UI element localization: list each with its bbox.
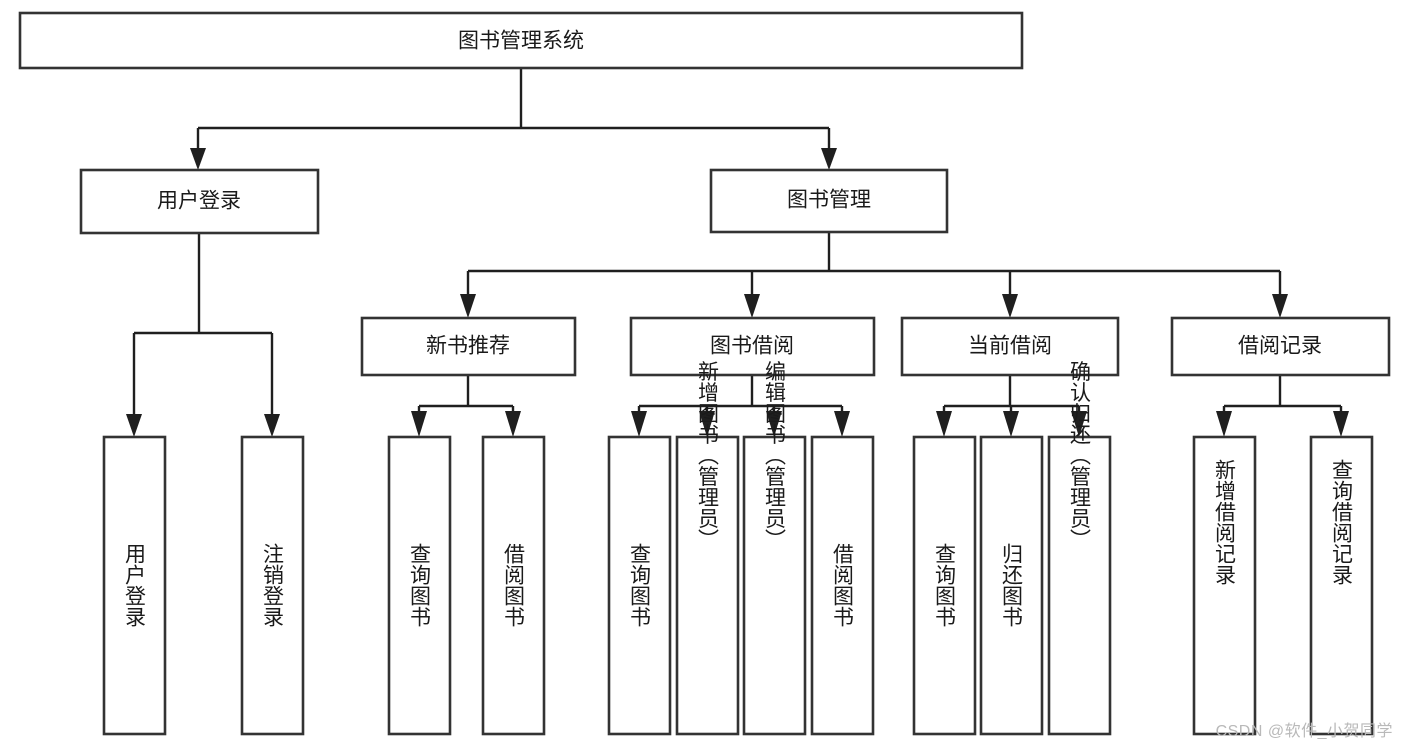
- node-new-book-recommend[interactable]: 新书推荐: [360, 316, 577, 377]
- arrow-root-to-book-mgmt: [821, 148, 837, 170]
- connector-group: [126, 68, 1349, 437]
- node-new-book-recommend-label: 新书推荐: [426, 335, 510, 358]
- arrow-root-to-user-login: [190, 148, 206, 170]
- arrow-borrow-record-l1: [1216, 411, 1232, 437]
- arrow-book-borrow-l2: [699, 411, 715, 437]
- leaf-book-borrow-query-label: 查询图书: [628, 543, 652, 627]
- leaf-book-borrow-borrow[interactable]: 借阅图书: [810, 435, 875, 736]
- leaf-new-book-query[interactable]: 查询图书: [387, 435, 452, 736]
- leaf-borrow-record-add[interactable]: 新增借阅记录: [1192, 435, 1257, 736]
- node-book-borrow[interactable]: 图书借阅: [629, 316, 876, 377]
- arrow-to-new-book: [460, 294, 476, 318]
- leaf-current-borrow-query[interactable]: 查询图书: [912, 435, 977, 736]
- leaf-book-borrow-add-label: 新增图书（管理员）: [696, 361, 720, 550]
- leaf-book-borrow-edit-label: 编辑图书（管理员）: [763, 361, 787, 550]
- leaf-book-borrow-query[interactable]: 查询图书: [607, 435, 672, 736]
- node-root-box[interactable]: [18, 11, 1024, 70]
- arrow-user-login-l1: [126, 414, 142, 437]
- leaf-borrow-record-add-box[interactable]: [1192, 435, 1257, 736]
- node-current-borrow-label: 当前借阅: [968, 335, 1052, 358]
- arrow-borrow-record-l2: [1333, 411, 1349, 437]
- node-current-borrow-box[interactable]: [900, 316, 1120, 377]
- leaf-book-borrow-edit[interactable]: 编辑图书（管理员）: [742, 361, 807, 736]
- node-book-borrow-label: 图书借阅: [710, 335, 794, 358]
- node-user-login-label: 用户登录: [157, 190, 241, 213]
- leaf-borrow-record-query-label: 查询借阅记录: [1330, 459, 1354, 585]
- node-user-login[interactable]: 用户登录: [79, 168, 320, 235]
- node-book-management-label: 图书管理: [787, 189, 871, 212]
- node-root-label: 图书管理系统: [458, 30, 584, 53]
- arrow-to-borrow-record: [1272, 294, 1288, 318]
- leaf-current-borrow-return-box[interactable]: [979, 435, 1044, 736]
- node-book-management-box[interactable]: [709, 168, 949, 234]
- node-book-borrow-box[interactable]: [629, 316, 876, 377]
- leaf-current-borrow-confirm-label: 确认归还（管理员）: [1068, 361, 1092, 550]
- leaf-book-borrow-query-box[interactable]: [607, 435, 672, 736]
- node-user-login-box[interactable]: [79, 168, 320, 235]
- leaf-book-borrow-add-box[interactable]: [675, 435, 740, 736]
- leaf-current-borrow-confirm[interactable]: 确认归还（管理员）: [1047, 361, 1112, 736]
- arrow-book-borrow-l4: [834, 411, 850, 437]
- leaf-new-book-borrow-label: 借阅图书: [502, 543, 526, 627]
- arrow-current-borrow-l3: [1071, 411, 1087, 437]
- node-new-book-recommend-box[interactable]: [360, 316, 577, 377]
- arrow-book-borrow-l1: [631, 411, 647, 437]
- leaf-borrow-record-add-label: 新增借阅记录: [1213, 459, 1237, 585]
- leaf-new-book-query-label: 查询图书: [408, 543, 432, 627]
- arrow-current-borrow-l2: [1003, 411, 1019, 437]
- arrow-book-borrow-l3: [766, 411, 782, 437]
- leaf-borrow-record-query-box[interactable]: [1309, 435, 1374, 736]
- leaf-book-borrow-borrow-label: 借阅图书: [831, 543, 855, 627]
- leaf-user-login-login-box[interactable]: [102, 435, 167, 736]
- arrow-user-login-l2: [264, 414, 280, 437]
- node-book-management[interactable]: 图书管理: [709, 168, 949, 234]
- leaf-current-borrow-return[interactable]: 归还图书: [979, 435, 1044, 736]
- node-borrow-record-box[interactable]: [1170, 316, 1391, 377]
- leaf-user-login-login-label: 用户登录: [123, 543, 147, 627]
- arrow-to-current-borrow: [1002, 294, 1018, 318]
- leaf-user-login-logout[interactable]: 注销登录: [240, 435, 305, 736]
- leaf-borrow-record-query[interactable]: 查询借阅记录: [1309, 435, 1374, 736]
- leaf-user-login-logout-box[interactable]: [240, 435, 305, 736]
- leaf-book-borrow-borrow-box[interactable]: [810, 435, 875, 736]
- leaf-current-borrow-query-box[interactable]: [912, 435, 977, 736]
- leaf-new-book-borrow[interactable]: 借阅图书: [481, 435, 546, 736]
- leaf-new-book-query-box[interactable]: [387, 435, 452, 736]
- arrow-new-book-l1: [411, 411, 427, 437]
- leaf-user-login-login[interactable]: 用户登录: [102, 435, 167, 736]
- leaf-user-login-logout-label: 注销登录: [261, 543, 285, 627]
- leaf-current-borrow-query-label: 查询图书: [933, 543, 957, 627]
- node-borrow-record-label: 借阅记录: [1238, 335, 1322, 358]
- node-current-borrow[interactable]: 当前借阅: [900, 316, 1120, 377]
- arrow-new-book-l2: [505, 411, 521, 437]
- leaf-current-borrow-return-label: 归还图书: [1000, 543, 1024, 627]
- arrow-current-borrow-l1: [936, 411, 952, 437]
- leaf-current-borrow-confirm-box[interactable]: [1047, 435, 1112, 736]
- leaf-book-borrow-edit-box[interactable]: [742, 435, 807, 736]
- node-borrow-record[interactable]: 借阅记录: [1170, 316, 1391, 377]
- node-root[interactable]: 图书管理系统: [18, 11, 1024, 70]
- leaf-new-book-borrow-box[interactable]: [481, 435, 546, 736]
- arrow-to-book-borrow: [744, 294, 760, 318]
- leaf-book-borrow-add[interactable]: 新增图书（管理员）: [675, 361, 740, 736]
